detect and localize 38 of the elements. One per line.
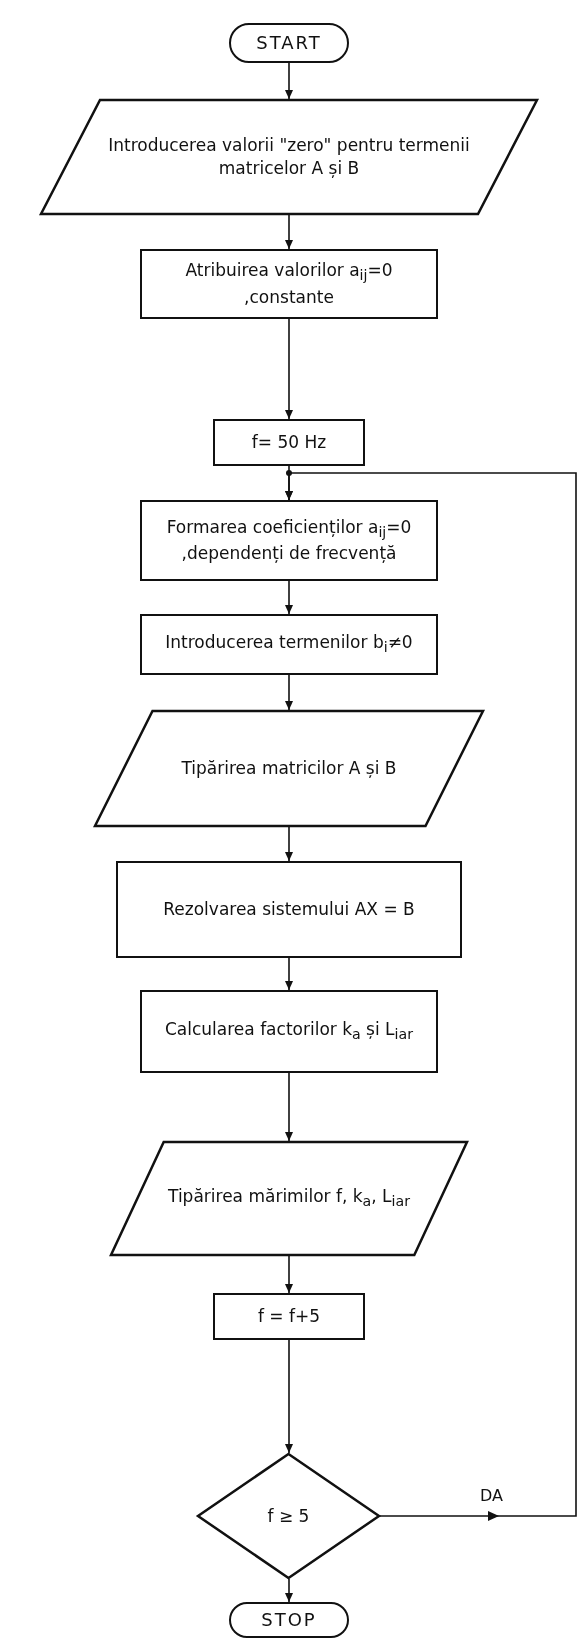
arrow xyxy=(285,1339,293,1454)
arrow xyxy=(285,1072,293,1142)
node-text: Introducerea valorii "zero" pentru termenii matricelor A și B xyxy=(107,134,471,180)
node-text: f= 50 Hz xyxy=(251,431,327,454)
node-text: START xyxy=(256,30,322,55)
arrow xyxy=(285,318,293,420)
terminal-pill xyxy=(229,23,349,63)
arrow xyxy=(285,1578,293,1603)
process-box xyxy=(140,249,438,319)
node-text: Calcularea factorilor k$_{a}$ și L$_{iar}$ xyxy=(164,1018,413,1045)
node-text: STOP xyxy=(261,1607,317,1632)
arrow xyxy=(285,957,293,991)
arrow xyxy=(285,214,293,250)
node-text: Tipărirea matricilor A și B xyxy=(181,757,397,780)
decision-diamond xyxy=(197,1453,380,1579)
io-parallelogram xyxy=(94,710,484,827)
terminal-pill xyxy=(229,1602,349,1638)
loop-arrow xyxy=(285,472,577,1517)
node-text: f = f+5 xyxy=(257,1305,321,1328)
arrow xyxy=(285,580,293,615)
node-text: f ≥ 5 xyxy=(267,1504,310,1528)
node-text: Tipărirea mărimilor f, k$_{a}$, L$_{iar}$ xyxy=(168,1185,410,1212)
arrow xyxy=(285,674,293,711)
process-box xyxy=(140,614,438,675)
process-box xyxy=(140,500,438,581)
io-parallelogram xyxy=(40,99,538,215)
node-text: Atribuirea valorilor a$_{ij}$=0 ,constante xyxy=(184,259,394,309)
arrow xyxy=(285,1255,293,1294)
node-text: Rezolvarea sistemului AX = B xyxy=(163,898,415,921)
arrow xyxy=(285,62,293,100)
process-box xyxy=(213,1293,365,1340)
process-box xyxy=(213,419,365,466)
io-parallelogram xyxy=(110,1141,468,1256)
node-text: Introducerea termenilor b$_{i}$≠0 xyxy=(165,631,413,658)
process-box xyxy=(116,861,462,958)
node-text: Formarea coeficienților a$_{ij}$=0 ,dependenți de frecvență xyxy=(165,515,413,566)
process-box xyxy=(140,990,438,1073)
arrow xyxy=(285,826,293,862)
